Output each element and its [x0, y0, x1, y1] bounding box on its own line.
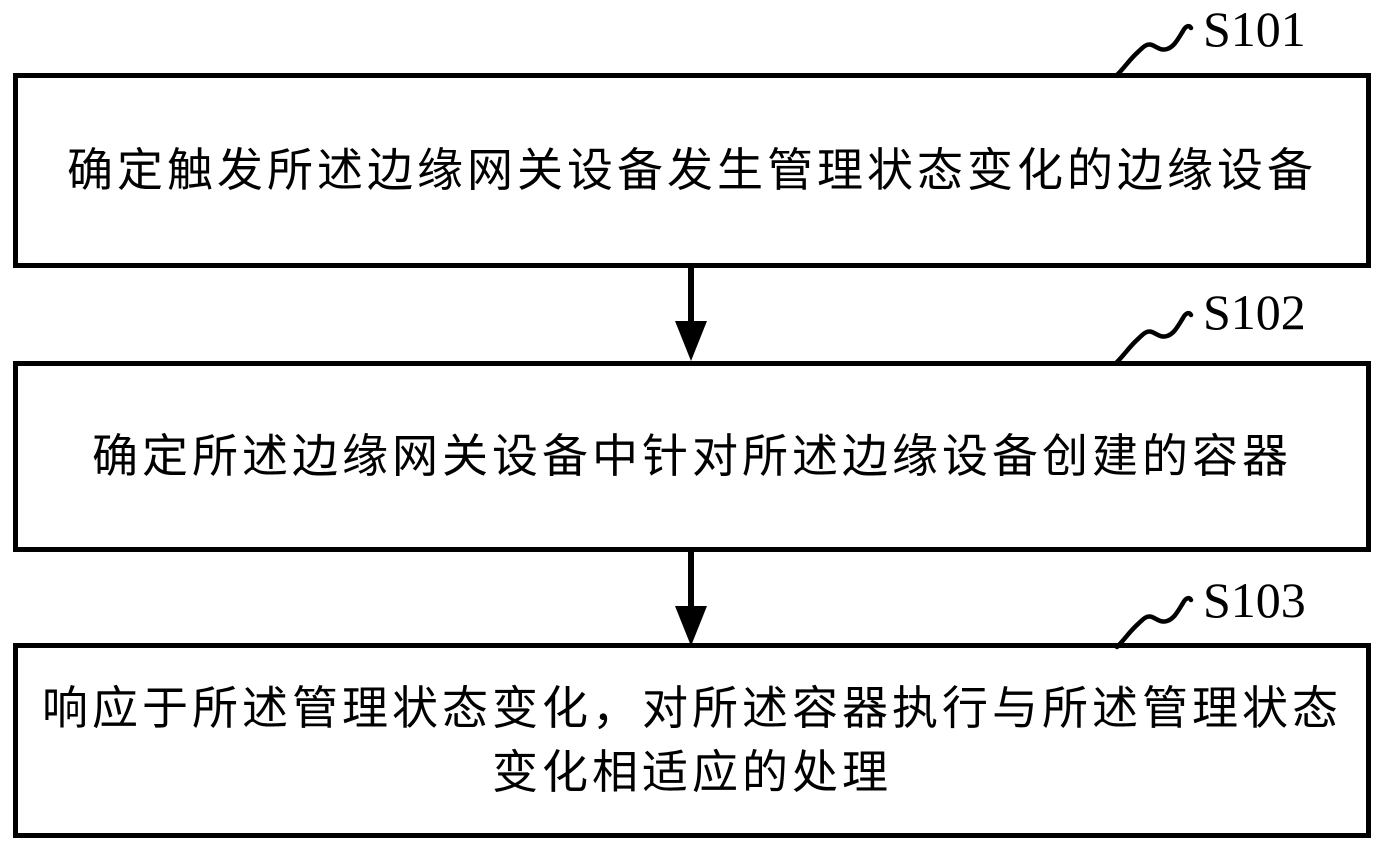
step-text-s103-line2: 变化相适应的处理	[492, 746, 892, 798]
step-box-s101: 确定触发所述边缘网关设备发生管理状态变化的边缘设备	[13, 73, 1371, 268]
down-arrow-shaft-1	[688, 268, 694, 324]
step-label-s103: S103	[1203, 572, 1306, 628]
squiggle-leader-icon	[1112, 594, 1196, 650]
squiggle-leader-icon	[1112, 309, 1196, 365]
step-box-s102: 确定所述边缘网关设备中针对所述边缘设备创建的容器	[13, 361, 1371, 552]
down-arrow-shaft-2	[688, 552, 694, 608]
step-text-s103-line1: 响应于所述管理状态变化，对所述容器执行与所述管理状态	[42, 682, 1342, 734]
down-arrow-head-icon-1	[675, 321, 707, 361]
step-text-s102: 确定所述边缘网关设备中针对所述边缘设备创建的容器	[92, 430, 1292, 482]
step-box-s103: 响应于所述管理状态变化，对所述容器执行与所述管理状态 变化相适应的处理	[13, 643, 1371, 838]
down-arrow-head-icon-2	[675, 606, 707, 646]
step-text-s101: 确定触发所述边缘网关设备发生管理状态变化的边缘设备	[67, 144, 1317, 196]
step-label-s102: S102	[1203, 284, 1306, 340]
squiggle-leader-icon	[1112, 22, 1196, 78]
step-label-s101: S101	[1203, 1, 1306, 57]
